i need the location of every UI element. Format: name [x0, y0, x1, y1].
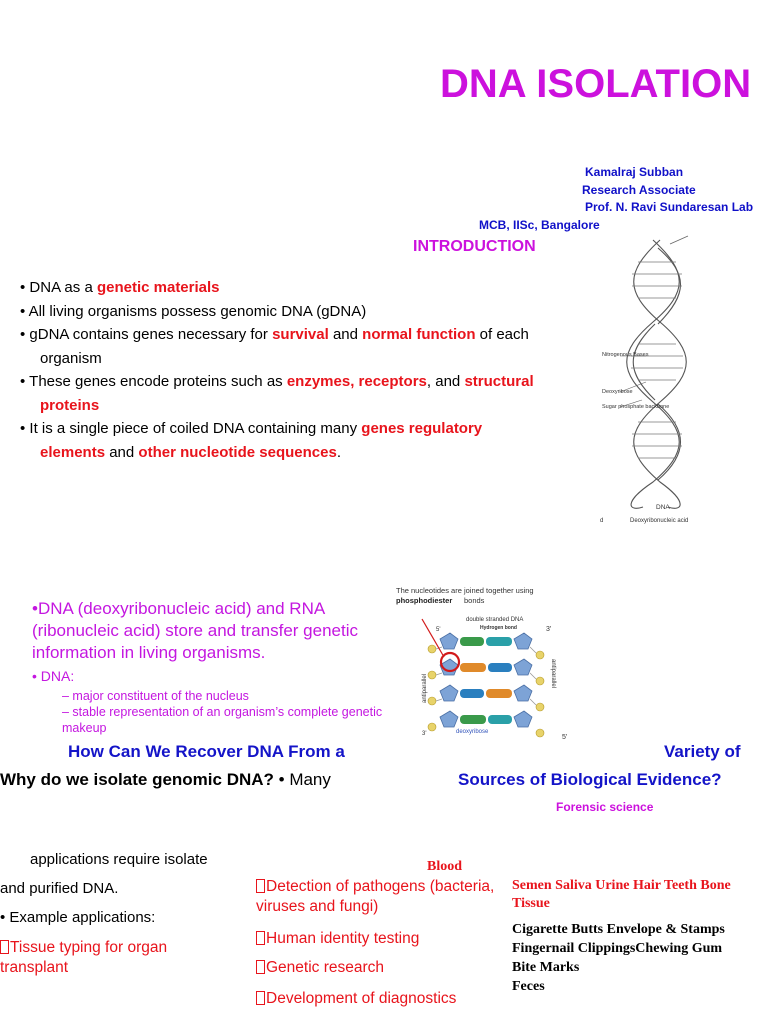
dna-subheading: • DNA:	[32, 668, 75, 684]
dna-rna-description: •DNA (deoxyribonucleic acid) and RNA (ri…	[32, 599, 358, 662]
list-item: Feces	[512, 979, 545, 994]
phosphodiester-figure: The nucleotides are joined together usin…	[396, 586, 567, 741]
application-item: Tissue typing for organ transplant	[0, 939, 168, 976]
svg-text:bonds: bonds	[464, 596, 485, 605]
svg-text:3': 3'	[546, 626, 551, 633]
application-item: Development of diagnostics	[256, 989, 506, 1009]
author-role: Research Associate	[582, 183, 696, 197]
question-heading-right: Variety of	[664, 742, 741, 761]
author-name: Kamalraj Subban	[585, 165, 684, 179]
list-item: – major constituent of the nucleus	[62, 689, 249, 703]
checkbox-glyph-icon	[256, 879, 265, 893]
question-heading-continued: Sources of Biological Evidence?	[458, 770, 722, 789]
evidence-list-black: Cigarette Butts Envelope & Stamps Finger…	[512, 920, 768, 996]
svg-text:5': 5'	[436, 627, 440, 633]
applications-text: and purified DNA.	[0, 880, 119, 897]
helix-label: Deoxyribonucleic acid	[630, 518, 688, 524]
svg-text:phosphodiester: phosphodiester	[396, 596, 452, 605]
list-item: • These genes encode proteins such as en…	[20, 373, 534, 414]
page-title: DNA ISOLATION	[440, 62, 752, 106]
forensic-label: Forensic science	[556, 800, 654, 814]
checkbox-glyph-icon	[256, 960, 265, 974]
helix-label: d	[600, 518, 603, 524]
svg-text:double stranded DNA: double stranded DNA	[466, 617, 523, 623]
list-item: – stable representation of an organism’s…	[62, 705, 383, 735]
helix-label: Nitrogenous Bases	[602, 352, 649, 358]
applications-text: applications require isolate	[30, 851, 208, 868]
svg-text:The nucleotides are joined tog: The nucleotides are joined together usin…	[396, 586, 534, 595]
application-item: Detection of pathogens (bacteria, viruse…	[256, 878, 495, 915]
why-isolate-heading: Why do we isolate genomic DNA? • Many	[0, 770, 331, 789]
list-item: Bite Marks	[512, 960, 580, 975]
list-item: • DNA as a genetic materials	[20, 279, 220, 296]
svg-text:Hydrogen bond: Hydrogen bond	[480, 625, 517, 631]
checkbox-glyph-icon	[256, 991, 265, 1005]
helix-label: DNA	[656, 504, 670, 511]
applications-text: • Example applications:	[0, 909, 156, 926]
svg-text:antiparallel: antiparallel	[550, 659, 556, 688]
intro-heading: INTRODUCTION	[413, 238, 536, 255]
evidence-list-red: Semen Saliva Urine Hair Teeth Bone Tissu…	[512, 878, 731, 911]
intro-bullet-list: • DNA as a genetic materials • All livin…	[20, 276, 610, 464]
svg-text:antiparallel: antiparallel	[422, 674, 428, 703]
svg-text:deoxyribose: deoxyribose	[456, 729, 489, 735]
list-item: • All living organisms possess genomic D…	[20, 302, 367, 320]
author-affiliation: MCB, IISc, Bangalore	[479, 218, 600, 232]
svg-text:3': 3'	[422, 731, 426, 737]
application-item: Genetic research	[256, 958, 496, 978]
question-heading-left: How Can We Recover DNA From a	[68, 742, 345, 761]
list-item: • It is a single piece of coiled DNA con…	[20, 420, 483, 461]
highlight-circle	[439, 651, 461, 673]
author-lab: Prof. N. Ravi Sundaresan Lab	[585, 200, 754, 214]
checkbox-glyph-icon	[256, 931, 265, 945]
list-item: Fingernail ClippingsChewing Gum	[512, 941, 723, 956]
svg-text:5': 5'	[562, 734, 567, 741]
checkbox-glyph-icon	[0, 940, 9, 954]
list-item: Cigarette Butts Envelope & Stamps	[512, 922, 725, 937]
evidence-blood: Blood	[427, 859, 463, 874]
helix-label: Deoxyribose	[602, 389, 633, 395]
list-item: • gDNA contains genes necessary for surv…	[20, 326, 529, 367]
dna-helix-figure: Nitrogenous Bases Deoxyribose Sugar phos…	[600, 235, 688, 524]
dna-items: – major constituent of the nucleus – sta…	[62, 688, 392, 736]
helix-label: Sugar phosphate backbone	[602, 404, 669, 410]
application-item: Human identity testing	[256, 929, 496, 949]
